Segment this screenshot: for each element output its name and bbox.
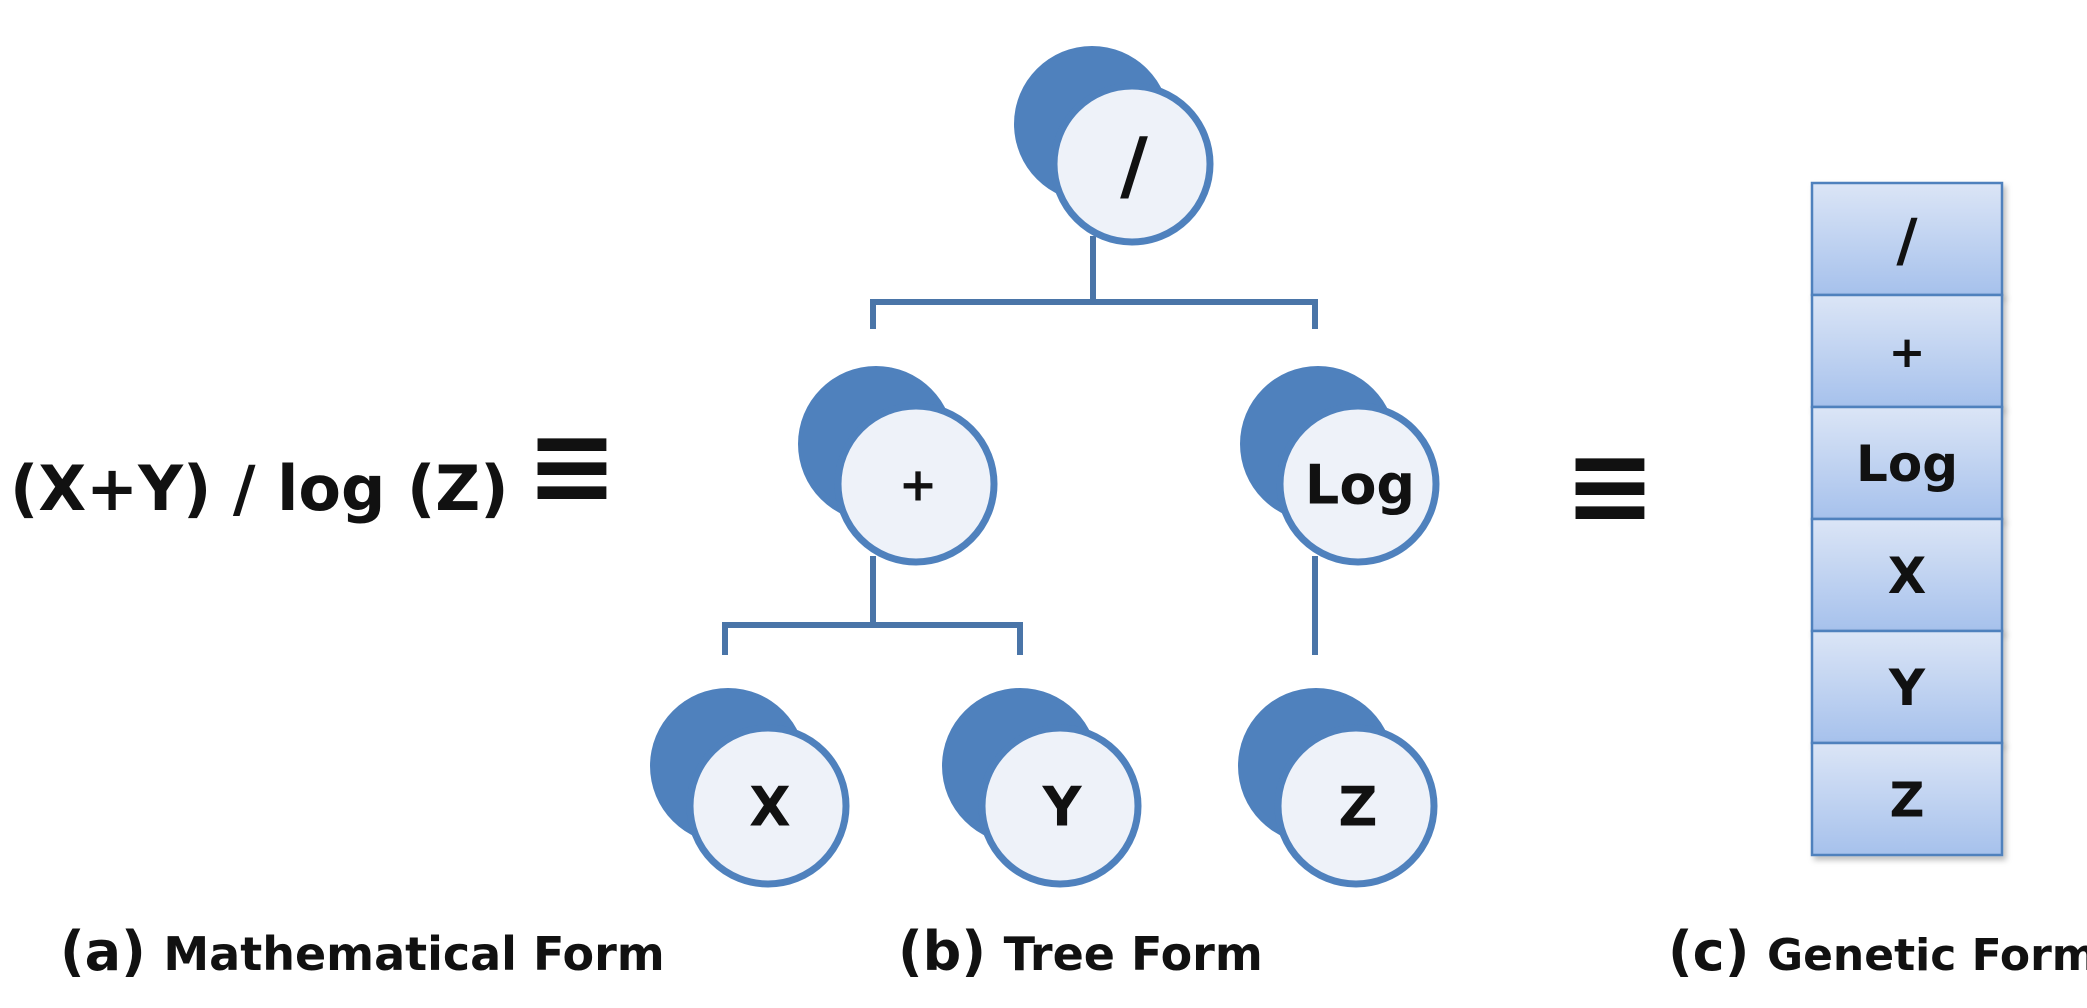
svg-text:(b) Tree Form: (b) Tree Form <box>898 920 1263 983</box>
tree-node-root-label: / <box>1120 120 1148 209</box>
tree-node-z-label: Z <box>1338 775 1377 838</box>
caption-b-letter: (b) <box>898 920 986 983</box>
gene-cell: / <box>1810 181 2004 297</box>
svg-text:(a) Mathematical Form: (a) Mathematical Form <box>60 920 665 983</box>
gene-cell-label: + <box>1889 327 1926 378</box>
tree-node-x: X <box>650 688 850 888</box>
caption-a: (a) Mathematical Form <box>60 920 665 983</box>
gene-cell-box <box>1810 629 2004 745</box>
gene-cell: + <box>1810 293 2004 409</box>
gene-cell-label: X <box>1888 547 1927 605</box>
svg-text:(c) Genetic Form: (c) Genetic Form <box>1668 920 2087 983</box>
gene-cell: Z <box>1810 741 2004 857</box>
gene-cell-box <box>1810 517 2004 633</box>
tree-node-log-circle <box>1276 402 1440 566</box>
caption-a-letter: (a) <box>60 920 146 983</box>
gene-cell-label: Z <box>1890 772 1925 828</box>
tree-node-y-label: Y <box>1041 775 1082 838</box>
gene-cell-box <box>1810 293 2004 409</box>
caption-b-text: Tree Form <box>1004 927 1263 981</box>
tree-node-x-label: X <box>749 775 791 838</box>
tree-node-z-circle <box>1274 724 1438 888</box>
gene-cell: Y <box>1810 629 2004 745</box>
mathematical-form: (X+Y) / log (Z) <box>10 452 509 525</box>
caption-b: (b) Tree Form <box>898 920 1263 983</box>
tree-node-y-circle <box>978 724 1142 888</box>
gene-cell: X <box>1810 517 2004 633</box>
caption-a-text: Mathematical Form <box>163 927 664 981</box>
tree-node-y: Y <box>942 688 1142 888</box>
math-expression: (X+Y) / log (Z) <box>10 452 509 525</box>
equivalence-symbol-left: ≡ <box>526 401 618 529</box>
gene-cell: Log <box>1810 405 2004 521</box>
equivalence-symbol-right: ≡ <box>1564 421 1656 549</box>
edge-root-children <box>870 236 1318 329</box>
gene-cell-label: Log <box>1856 435 1958 493</box>
caption-c-text: Genetic Form <box>1767 930 2087 981</box>
tree-node-log: Log <box>1240 366 1440 566</box>
gene-cell-box <box>1810 741 2004 857</box>
edge-plus-children <box>722 556 1023 655</box>
tree-node-root: / <box>1014 46 1214 246</box>
caption-c-letter: (c) <box>1668 920 1749 983</box>
tree-node-plus-circle <box>834 402 998 566</box>
tree-node-z: Z <box>1238 688 1438 888</box>
tree-node-plus-label: + <box>899 458 938 512</box>
gene-cell-label: / <box>1896 206 1918 274</box>
tree-edges <box>722 236 1318 655</box>
tree-node-log-label: Log <box>1305 453 1415 516</box>
gene-cell-box <box>1810 181 2004 297</box>
caption-c: (c) Genetic Form <box>1668 920 2087 983</box>
tree-node-plus: + <box>798 366 998 566</box>
gene-cell-label: Y <box>1888 659 1926 717</box>
tree-node-x-circle <box>686 724 850 888</box>
tree-node-root-circle <box>1050 82 1214 246</box>
